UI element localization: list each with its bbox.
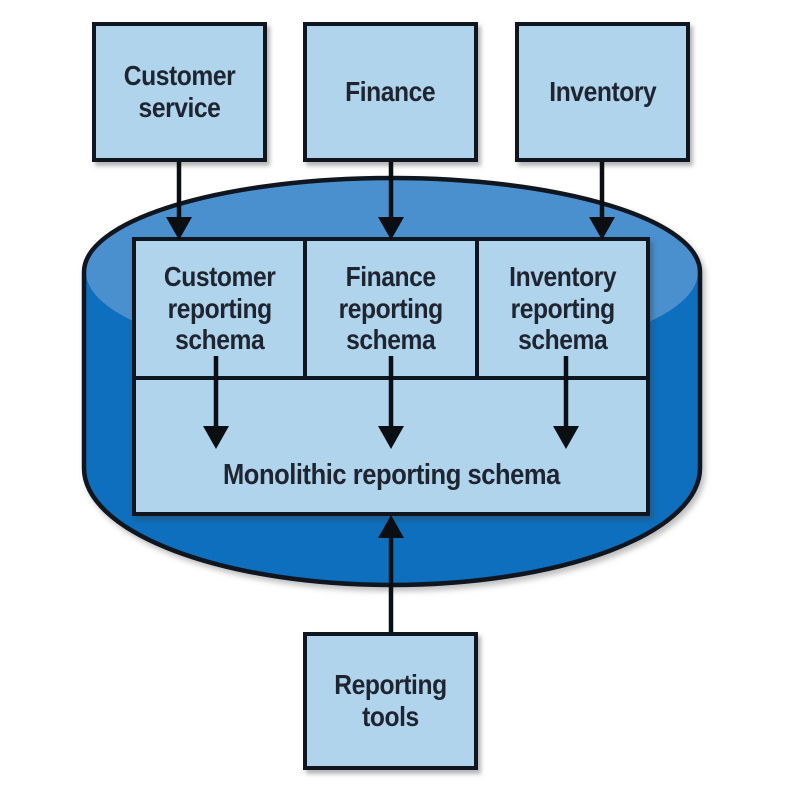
- node-inventory-label: Inventory: [549, 76, 656, 108]
- node-monolithic-reporting-schema-label: Monolithic reporting schema: [222, 459, 560, 491]
- node-inventory: Inventory: [515, 22, 690, 162]
- node-reporting-tools: Reporting tools: [303, 632, 478, 770]
- node-customer-service-label: Customer service: [123, 60, 236, 123]
- node-finance-reporting-schema-label: Finance reporting schema: [338, 260, 444, 356]
- node-inventory-reporting-schema-label: Inventory reporting schema: [508, 260, 616, 356]
- node-customer-reporting-schema-label: Customer reporting schema: [163, 260, 276, 356]
- node-customer-reporting-schema: Customer reporting schema: [136, 241, 303, 376]
- node-monolithic-reporting-schema: Monolithic reporting schema: [136, 380, 646, 512]
- cylinder-outline: [81, 175, 703, 588]
- node-finance: Finance: [303, 22, 478, 162]
- node-inventory-reporting-schema: Inventory reporting schema: [479, 241, 646, 376]
- node-finance-reporting-schema: Finance reporting schema: [303, 241, 479, 376]
- node-customer-service: Customer service: [92, 22, 267, 162]
- node-reporting-tools-label: Reporting tools: [334, 669, 447, 732]
- schema-grid: Customer reporting schema Finance report…: [132, 237, 650, 516]
- node-finance-label: Finance: [345, 76, 436, 108]
- schema-row: Customer reporting schema Finance report…: [136, 241, 646, 380]
